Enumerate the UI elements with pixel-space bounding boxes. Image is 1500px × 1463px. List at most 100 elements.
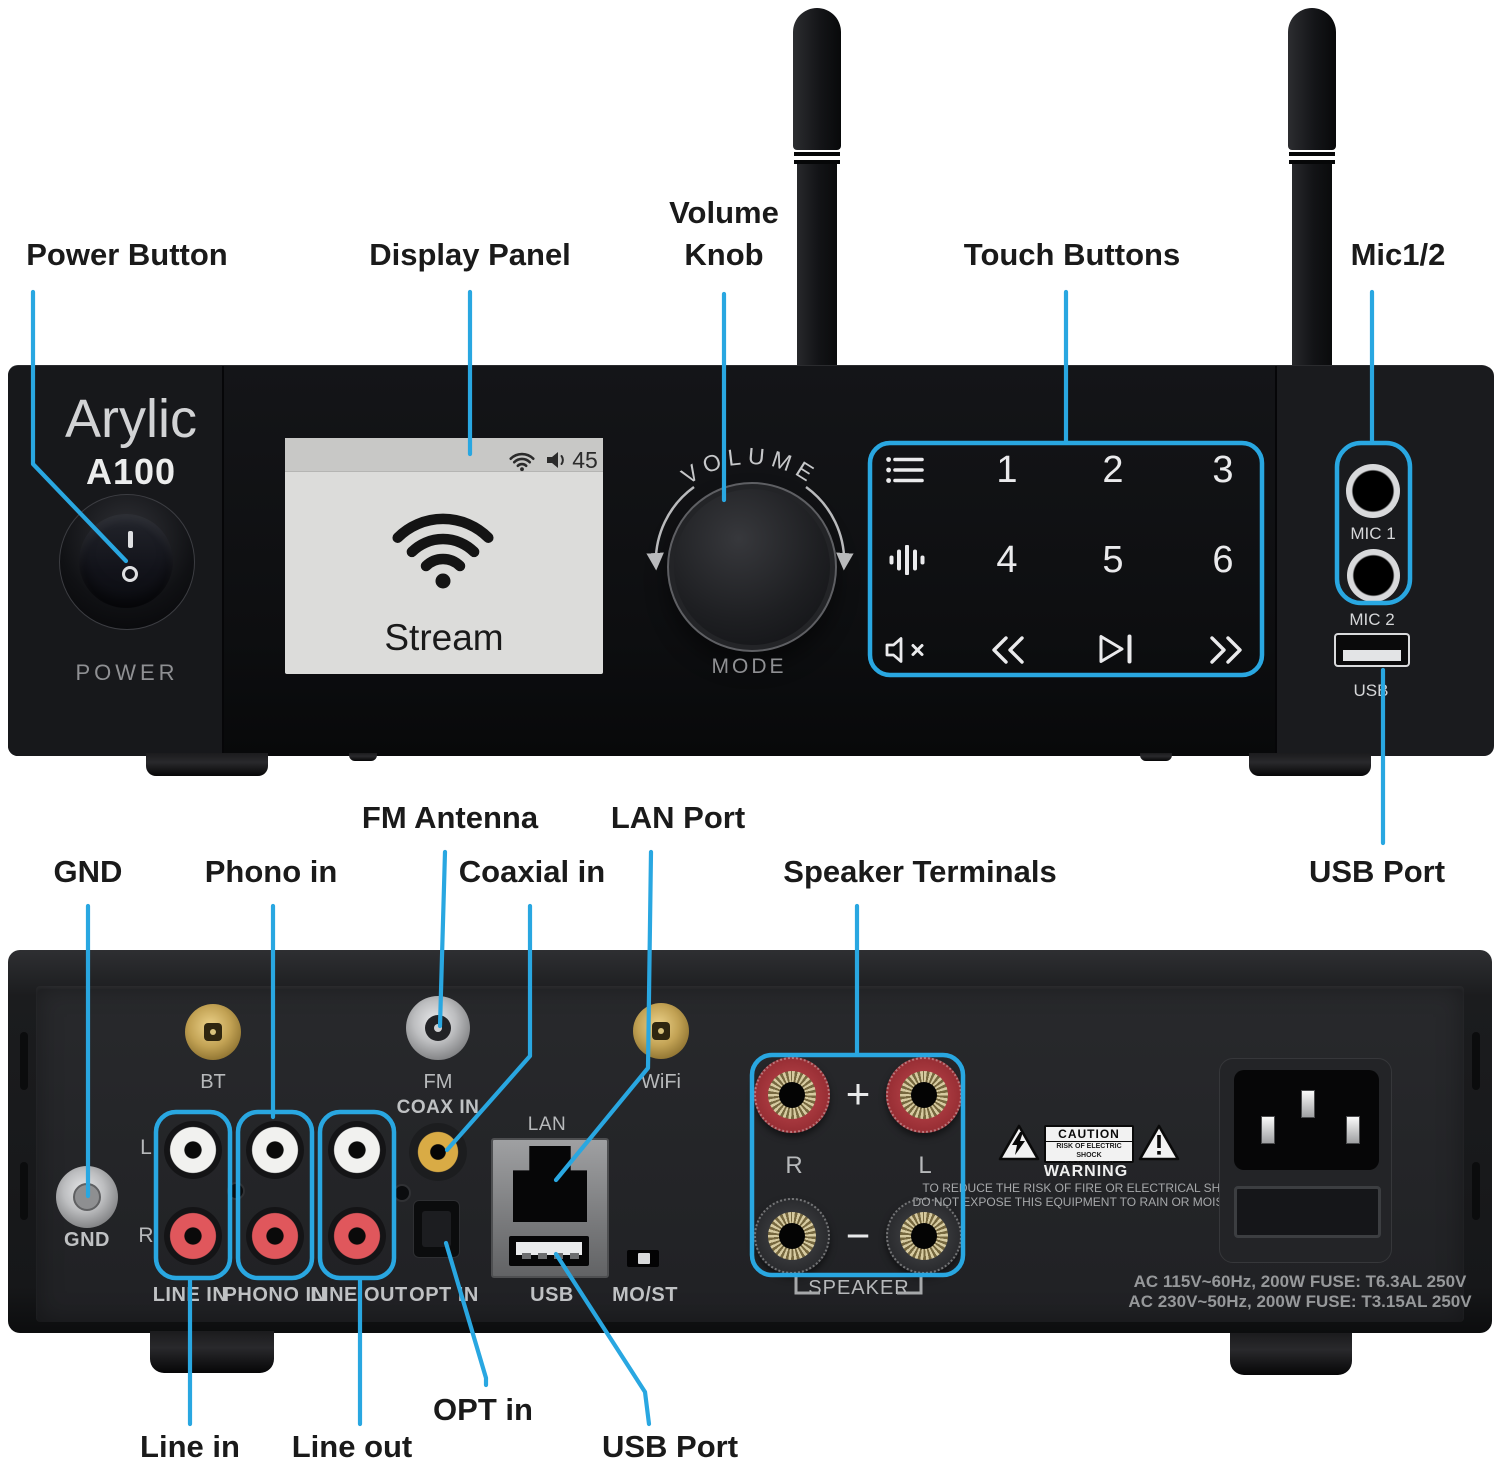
- touch-mute-button[interactable]: [885, 636, 925, 664]
- coax-in-jack: [409, 1123, 467, 1181]
- switch-knob: [638, 1253, 650, 1264]
- warning-line2: DO NOT EXPOSE THIS EQUIPMENT TO RAIN OR …: [912, 1195, 1260, 1209]
- annotation-volume-knob-line1: Volume: [669, 195, 779, 230]
- antenna-cap: [1288, 8, 1336, 150]
- bt-antenna-connector: [185, 1004, 241, 1060]
- antenna-right: [1288, 8, 1336, 365]
- antenna-ring: [1289, 160, 1335, 164]
- caution-title: CAUTION: [1046, 1127, 1132, 1142]
- status-wifi-icon: [509, 452, 535, 472]
- chassis-slot: [20, 1162, 28, 1220]
- optical-window: [422, 1211, 451, 1247]
- front-usb-port: [1334, 633, 1410, 667]
- rca-jack-line-out-left: [328, 1121, 386, 1179]
- touch-menu-button[interactable]: [886, 456, 924, 484]
- caution-label: CAUTION RISK OF ELECTRIC SHOCK DO NOT OP…: [1044, 1125, 1134, 1168]
- rca-jack-line-in-right: [164, 1207, 222, 1265]
- coax-in-label: COAX IN: [396, 1097, 480, 1118]
- power-switch[interactable]: [79, 514, 173, 608]
- fm-label: FM: [423, 1071, 453, 1093]
- touch-eq-button[interactable]: [889, 545, 925, 575]
- fm-antenna-connector: [406, 996, 470, 1060]
- usb-contact: [554, 1253, 563, 1259]
- antenna-shaft: [1292, 164, 1332, 365]
- usb-contact: [538, 1253, 547, 1259]
- annotation-touch-buttons: Touch Buttons: [963, 237, 1181, 272]
- back-usb-label: USB: [530, 1284, 574, 1306]
- chassis-slot: [1472, 1162, 1480, 1220]
- warning-title: WARNING: [1043, 1163, 1129, 1180]
- volume-knob[interactable]: [667, 482, 837, 652]
- touch-preset-3[interactable]: 3: [1212, 449, 1234, 491]
- source-name: Stream: [384, 617, 504, 658]
- annotation-mic: Mic1/2: [1350, 237, 1446, 272]
- antenna-left: [793, 8, 841, 365]
- annotation-volume-knob: Volume Knob: [669, 192, 779, 276]
- annotation-display-panel: Display Panel: [369, 237, 571, 272]
- connector-pin: [210, 1029, 216, 1035]
- line-in-label: LINE IN: [152, 1284, 228, 1306]
- back-foot-right: [1230, 1333, 1352, 1375]
- gnd-terminal: [56, 1166, 118, 1228]
- back-foot-left: [150, 1331, 274, 1373]
- optical-in-port: [413, 1200, 460, 1258]
- touch-play-pause-button[interactable]: [1098, 634, 1134, 664]
- channel-l-label: L: [140, 1136, 152, 1159]
- ac-prong-slot: [1346, 1116, 1360, 1144]
- annotation-usb-port-front: USB Port: [1308, 854, 1446, 889]
- annotation-lan-port: LAN Port: [610, 800, 746, 835]
- annotation-phono-in: Phono in: [204, 854, 338, 889]
- status-speaker-icon: [547, 452, 564, 468]
- touch-button-panel: [870, 443, 1262, 675]
- rca-jack-phono-in-left: [246, 1121, 304, 1179]
- ac-prong-slot: [1261, 1116, 1275, 1144]
- lan-label: LAN: [527, 1114, 567, 1135]
- annotation-opt-in: OPT in: [433, 1392, 533, 1427]
- touch-preset-6[interactable]: 6: [1212, 539, 1234, 581]
- power-label: POWER: [75, 660, 179, 685]
- touch-previous-button[interactable]: [992, 636, 1024, 664]
- speaker-post-left-positive: [886, 1057, 962, 1133]
- mic1-label: MIC 1: [1350, 524, 1396, 543]
- mic1-jack: [1346, 464, 1400, 518]
- touch-preset-4[interactable]: 4: [996, 539, 1018, 581]
- opt-in-label: OPT IN: [409, 1284, 479, 1306]
- annotation-coaxial-in: Coaxial in: [458, 854, 606, 889]
- line-out-label: LINE OUT: [310, 1284, 408, 1306]
- touch-preset-2[interactable]: 2: [1102, 449, 1124, 491]
- touch-preset-1[interactable]: 1: [996, 449, 1018, 491]
- mono-stereo-switch[interactable]: [627, 1250, 659, 1267]
- post-knurl: [900, 1071, 948, 1119]
- speaker-post-right-positive: [754, 1057, 830, 1133]
- warning-line1: TO REDUCE THE RISK OF FIRE OR ELECTRICAL…: [922, 1181, 1250, 1195]
- front-usb-label: USB: [1353, 681, 1389, 700]
- speaker-plus-mark: +: [845, 1070, 871, 1117]
- touch-preset-5[interactable]: 5: [1102, 539, 1124, 581]
- mic2-label: MIC 2: [1349, 610, 1395, 629]
- post-knurl: [768, 1071, 816, 1119]
- ac-socket: [1234, 1070, 1379, 1170]
- front-foot-right: [1249, 753, 1371, 776]
- chassis-slot: [1472, 1032, 1480, 1090]
- speaker-label: SPEAKER: [808, 1277, 910, 1299]
- touch-next-button[interactable]: [1210, 636, 1242, 664]
- post-hole: [911, 1223, 937, 1249]
- power-on-mark: [128, 531, 133, 548]
- speaker-post-right-negative: [754, 1198, 830, 1274]
- annotation-line-out: Line out: [291, 1429, 413, 1463]
- post-knurl: [900, 1212, 948, 1260]
- rca-jack-phono-in-right: [246, 1207, 304, 1265]
- source-wifi-icon: [392, 513, 494, 589]
- antenna-ring: [1289, 152, 1335, 156]
- antenna-cap: [793, 8, 841, 150]
- mode-label: MODE: [711, 655, 787, 678]
- power-rating-line1: AC 115V~60Hz, 200W FUSE: T6.3AL 250V: [1133, 1272, 1467, 1291]
- mono-stereo-label: MO/ST: [612, 1284, 678, 1306]
- front-foot-nub: [349, 753, 377, 761]
- speaker-r-label: R: [785, 1152, 803, 1179]
- annotation-power-button: Power Button: [26, 237, 228, 272]
- usb-tongue: [516, 1242, 582, 1255]
- caution-line2: DO NOT OPEN: [1064, 1161, 1114, 1168]
- status-volume-level: 45: [572, 447, 598, 473]
- gnd-screw: [73, 1183, 101, 1211]
